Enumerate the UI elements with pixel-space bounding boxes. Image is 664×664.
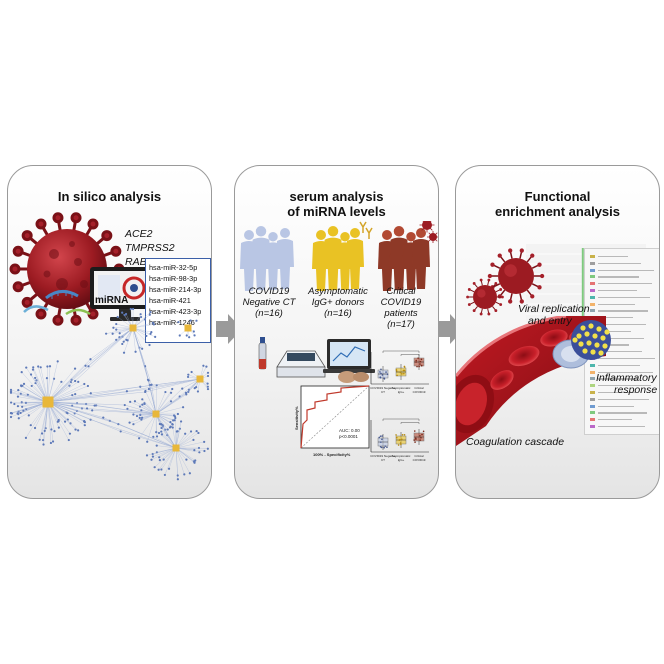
legend-text-line <box>598 351 642 353</box>
panel-title-serum-line2: of miRNA levels <box>287 204 386 219</box>
legend-text-line <box>598 426 645 428</box>
legend-text-line <box>598 317 633 319</box>
legend-text-line <box>598 324 646 326</box>
gene-ace2: ACE2 <box>125 228 153 240</box>
legend-text-line <box>598 256 628 258</box>
mirna-target-network <box>9 307 210 481</box>
legend-text-line <box>598 364 640 366</box>
boxplot-category-label: Critical <box>414 386 424 390</box>
label-coagulation-cascade: Coagulation cascade <box>466 436 565 448</box>
legend-swatch <box>590 309 595 313</box>
flow-arrow-icon <box>438 314 464 344</box>
panel-title-functional-line2: enrichment analysis <box>495 204 620 219</box>
legend-text-line <box>598 337 644 339</box>
panel-title-functional-line1: Functional <box>524 189 591 204</box>
roc-p-label: p<0.0001 <box>339 434 358 439</box>
legend-swatch <box>590 377 595 381</box>
mirna-label: miRNA <box>95 295 129 306</box>
legend-swatch <box>590 295 595 299</box>
functional-enrichment-panel: Functional enrichment analysis hsa-miR-3… <box>455 165 660 499</box>
boxplot-category-label: IgG+ <box>398 458 405 462</box>
coronavirus-icon <box>466 278 504 316</box>
legend-swatch <box>590 282 595 286</box>
legend-swatch <box>590 404 595 408</box>
legend-swatch <box>590 418 595 422</box>
boxplot-category-label: CT <box>381 390 385 394</box>
label-viral-replication: Viral replication and entry <box>518 303 590 327</box>
qpcr-lab-illustration <box>258 337 375 383</box>
legend-text-line <box>598 290 637 292</box>
mirna-item: hsa-miR-32-5p <box>149 263 198 272</box>
legend-text-line <box>598 296 650 298</box>
legend-swatch <box>590 302 595 306</box>
flow-arrow-icon <box>216 314 242 344</box>
legend-text-line <box>598 276 639 278</box>
mirna-item: hsa-miR-98-3p <box>149 274 198 283</box>
legend-text-line <box>598 405 634 407</box>
legend-text-line <box>598 419 632 421</box>
legend-text-line <box>598 283 652 285</box>
inflammatory-cell-icon <box>552 320 611 369</box>
in-silico-panel: In silico analysis ACE2 TMPRSS2 RAB14 hs… <box>7 165 212 499</box>
legend-swatch <box>590 384 595 388</box>
legend-text-line <box>598 371 653 373</box>
label-inflammatory-response: Inflammatory response <box>596 372 658 396</box>
legend-swatch <box>590 289 595 292</box>
legend-text-line <box>598 303 635 305</box>
panel-title-serum-line1: serum analysis <box>289 189 384 204</box>
boxplot-category-label: IgG+ <box>398 390 405 394</box>
boxplot-category-label: COVID19 Negative <box>370 454 396 458</box>
legend-swatch <box>590 391 595 394</box>
legend-text-line <box>598 412 647 414</box>
boxplot-category-label: COVID19 Negative <box>370 386 396 390</box>
mirna-item: hsa-miR-423-3p <box>149 307 202 316</box>
legend-swatch <box>590 275 595 279</box>
legend-swatch <box>590 255 595 258</box>
legend-swatch <box>590 268 595 272</box>
roc-curve-chart: AUC: 0.00 p<0.0001 100% - Specificity% S… <box>294 385 370 457</box>
mirna-list-box: hsa-miR-32-5p hsa-miR-98-3p hsa-miR-214-… <box>145 258 211 343</box>
legend-text-line <box>598 262 641 264</box>
legend-text-line <box>598 344 629 346</box>
roc-xlabel: 100% - Specificity% <box>313 452 351 457</box>
legend-text-line <box>598 392 636 394</box>
boxplot-category-label: Critical <box>414 454 424 458</box>
boxplot-category-label: CT <box>381 458 385 462</box>
boxplot-category-label: COVID19 <box>413 458 426 462</box>
legend-text-line <box>598 269 654 271</box>
coronavirus-icon <box>9 212 125 326</box>
coronavirus-icon <box>487 248 545 304</box>
legend-text-line <box>598 378 638 380</box>
legend-swatch <box>590 363 595 367</box>
legend-text-line <box>598 385 651 387</box>
legend-swatch <box>590 411 595 415</box>
legend-text-line <box>598 358 655 360</box>
mirna-item: hsa-miR-421 <box>149 296 191 305</box>
gene-tmprss2: TMPRSS2 <box>125 242 175 254</box>
legend-text-line <box>598 310 648 312</box>
legend-swatch <box>590 370 595 374</box>
roc-ylabel: Sensitivity% <box>294 406 299 430</box>
mirna-item: hsa-miR-1246 <box>149 318 195 327</box>
mirna-item: hsa-miR-214-3p <box>149 285 202 294</box>
panel-title-in-silico: In silico analysis <box>57 189 162 204</box>
legend-text-line <box>598 330 631 332</box>
boxplot-category-label: Asymptomatic <box>392 454 411 458</box>
legend-text-line <box>598 398 649 400</box>
boxplot-category-label: Asymptomatic <box>392 386 411 390</box>
legend-swatch <box>590 261 595 265</box>
mirna-hairpin-icon <box>23 290 91 316</box>
donor-groups-illustration <box>240 221 438 291</box>
legend-swatch <box>590 425 595 428</box>
roc-auc-label: AUC: 0.00 <box>339 428 360 433</box>
boxplot-category-label: COVID19 <box>413 390 426 394</box>
legend-swatch <box>590 397 595 401</box>
